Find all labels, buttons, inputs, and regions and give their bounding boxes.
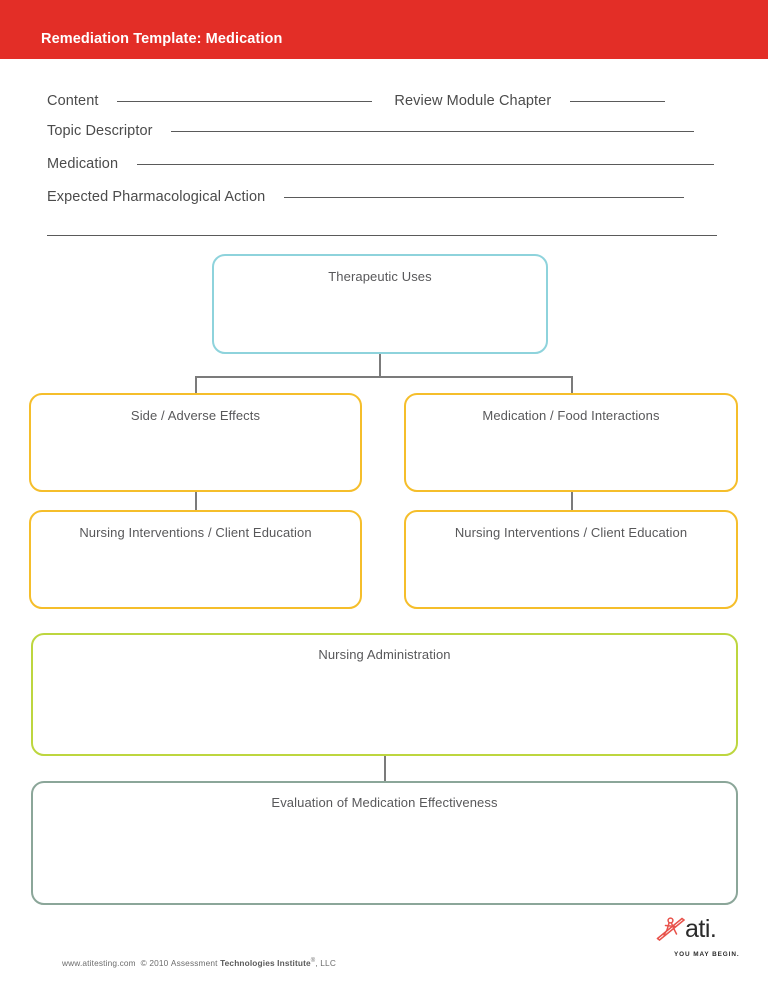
connector-interactions-to-nursing-right (571, 491, 573, 511)
footer-company-name: Technologies Institute (220, 958, 311, 968)
form-row-content: Content Review Module Chapter (47, 92, 665, 116)
form-row-medication: Medication (47, 155, 714, 179)
node-side-adverse-effects[interactable]: Side / Adverse Effects (29, 393, 362, 492)
node-label-medication-food-interactions: Medication / Food Interactions (482, 408, 660, 423)
node-label-therapeutic-uses: Therapeutic Uses (328, 269, 432, 284)
label-medication: Medication (47, 156, 119, 172)
label-expected-pharmacological-action: Expected Pharmacological Action (47, 189, 266, 205)
footer: www.atitesting.com © 2010 Assessment Tec… (0, 940, 768, 994)
connector-horizontal-bar (195, 376, 573, 378)
node-nursing-administration[interactable]: Nursing Administration (31, 633, 738, 756)
input-expected-pharmacological-action[interactable] (283, 197, 684, 198)
footer-copyright: www.atitesting.com © 2010 Assessment Tec… (62, 958, 336, 968)
label-content: Content (47, 93, 99, 109)
node-label-evaluation-of-medication-effectiveness: Evaluation of Medication Effectiveness (271, 795, 498, 810)
footer-website[interactable]: www.atitesting.com (62, 958, 136, 968)
label-topic-descriptor: Topic Descriptor (47, 123, 153, 139)
connector-drop-to-interactions (571, 376, 573, 394)
ati-wordmark: ati. (685, 915, 717, 943)
ati-logo: ati. YOU MAY BEGIN. (655, 913, 750, 975)
footer-copyright-symbol: © (140, 958, 147, 968)
node-evaluation-of-medication-effectiveness[interactable]: Evaluation of Medication Effectiveness (31, 781, 738, 905)
node-label-nursing-interventions-left: Nursing Interventions / Client Education (79, 525, 312, 540)
input-expected-pharmacological-action-continuation[interactable] (47, 235, 717, 236)
ati-figure-icon (655, 915, 685, 943)
node-nursing-interventions-right[interactable]: Nursing Interventions / Client Education (404, 510, 738, 609)
connector-therapeutic-stub (379, 354, 381, 377)
ati-tagline: YOU MAY BEGIN. (674, 951, 740, 958)
node-label-nursing-administration: Nursing Administration (318, 647, 451, 662)
input-topic-descriptor[interactable] (171, 131, 695, 132)
node-therapeutic-uses[interactable]: Therapeutic Uses (212, 254, 548, 354)
connector-drop-to-side-effects (195, 376, 197, 394)
connector-side-to-nursing-left (195, 491, 197, 511)
form-row-topic-descriptor: Topic Descriptor (47, 122, 695, 146)
node-nursing-interventions-left[interactable]: Nursing Interventions / Client Education (29, 510, 362, 609)
node-medication-food-interactions[interactable]: Medication / Food Interactions (404, 393, 738, 492)
input-medication[interactable] (136, 164, 714, 165)
footer-registered-mark: ® (310, 958, 316, 965)
header-banner: Remediation Template: Medication (0, 0, 768, 59)
connector-administration-to-evaluation (384, 755, 386, 782)
node-label-nursing-interventions-right: Nursing Interventions / Client Education (454, 525, 688, 540)
input-content[interactable] (116, 101, 372, 102)
form-fields-area: Content Review Module Chapter Topic Desc… (0, 59, 768, 245)
form-row-expected-pharmacological-action: Expected Pharmacological Action (47, 188, 684, 212)
footer-company-prefix: Assessment (170, 958, 218, 968)
node-label-side-adverse-effects: Side / Adverse Effects (130, 408, 261, 423)
footer-copyright-year: 2010 (149, 958, 169, 968)
footer-company-suffix: , LLC (315, 958, 336, 968)
input-review-module-chapter[interactable] (569, 101, 665, 102)
label-review-module-chapter: Review Module Chapter (394, 93, 552, 109)
page-title: Remediation Template: Medication (41, 31, 283, 47)
